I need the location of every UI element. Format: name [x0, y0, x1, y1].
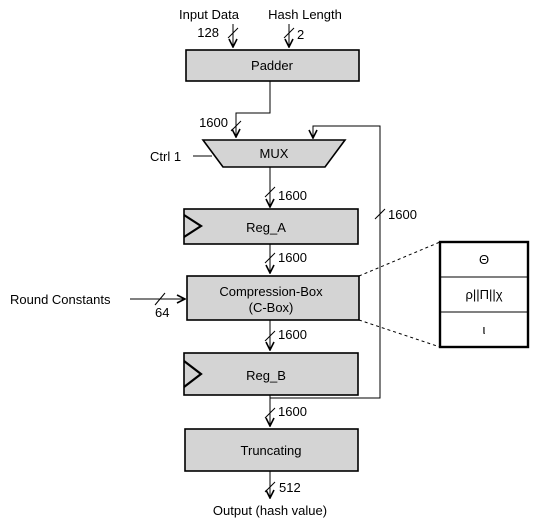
reg-a-block: [183, 208, 359, 245]
zoom-line-top: [358, 241, 441, 277]
output-slash: [264, 481, 276, 493]
mux-ctrl-label: Ctrl 1: [150, 149, 181, 164]
cbox-step-theta: Θ: [479, 252, 489, 267]
reg-a-to-cbox-width: 1600: [278, 250, 307, 265]
reg-a-label: Reg_A: [246, 220, 286, 235]
round-constants-width: 64: [155, 305, 169, 320]
reg-b-block: [183, 352, 359, 396]
mux-to-reg-a-width: 1600: [278, 188, 307, 203]
mux-block: [201, 139, 347, 168]
padder-to-mux-slash: [230, 120, 242, 132]
reg-b-clock-icon: [183, 360, 203, 388]
cbox-to-reg-b-slash: [264, 330, 276, 342]
feedback-slash: [374, 208, 386, 220]
cbox-label-line1: Compression-Box: [219, 284, 323, 299]
reg-a-to-cbox-slash: [264, 252, 276, 264]
output-label: Output (hash value): [213, 503, 327, 518]
zoom-line-bottom: [358, 319, 441, 348]
hash-length-width: 2: [297, 27, 304, 42]
padder-block: [185, 49, 360, 82]
reg-b-label: Reg_B: [246, 368, 286, 383]
mux-to-reg-a-slash: [264, 186, 276, 198]
input-data-slash: [227, 27, 239, 39]
cbox-step-iota: ι: [483, 322, 486, 337]
cbox-label-line2: (C-Box): [249, 300, 294, 315]
output-width: 512: [279, 480, 301, 495]
reg-b-out-width: 1600: [278, 404, 307, 419]
cbox-step-rho-pi-chi: ρ||Π||χ: [465, 287, 502, 302]
padder-to-mux-width: 1600: [199, 115, 228, 130]
mux-label: MUX: [260, 146, 289, 161]
hash-length-label: Hash Length: [268, 7, 342, 22]
truncating-block: [184, 428, 359, 472]
cbox-block: [186, 275, 360, 321]
hash-length-slash: [283, 27, 295, 39]
feedback-wire: [269, 125, 381, 399]
reg-a-clock-icon: [183, 214, 204, 238]
truncating-label: Truncating: [241, 443, 302, 458]
input-data-label: Input Data: [179, 7, 240, 22]
round-constants-slash: [154, 292, 166, 306]
padder-label: Padder: [251, 58, 294, 73]
round-constants-label: Round Constants: [10, 292, 111, 307]
feedback-width: 1600: [388, 207, 417, 222]
cbox-detail-panel: [438, 240, 530, 349]
padder-to-mux-wire: [236, 81, 271, 137]
cbox-to-reg-b-width: 1600: [278, 327, 307, 342]
reg-b-out-slash: [264, 407, 276, 419]
input-data-width: 128: [197, 25, 219, 40]
